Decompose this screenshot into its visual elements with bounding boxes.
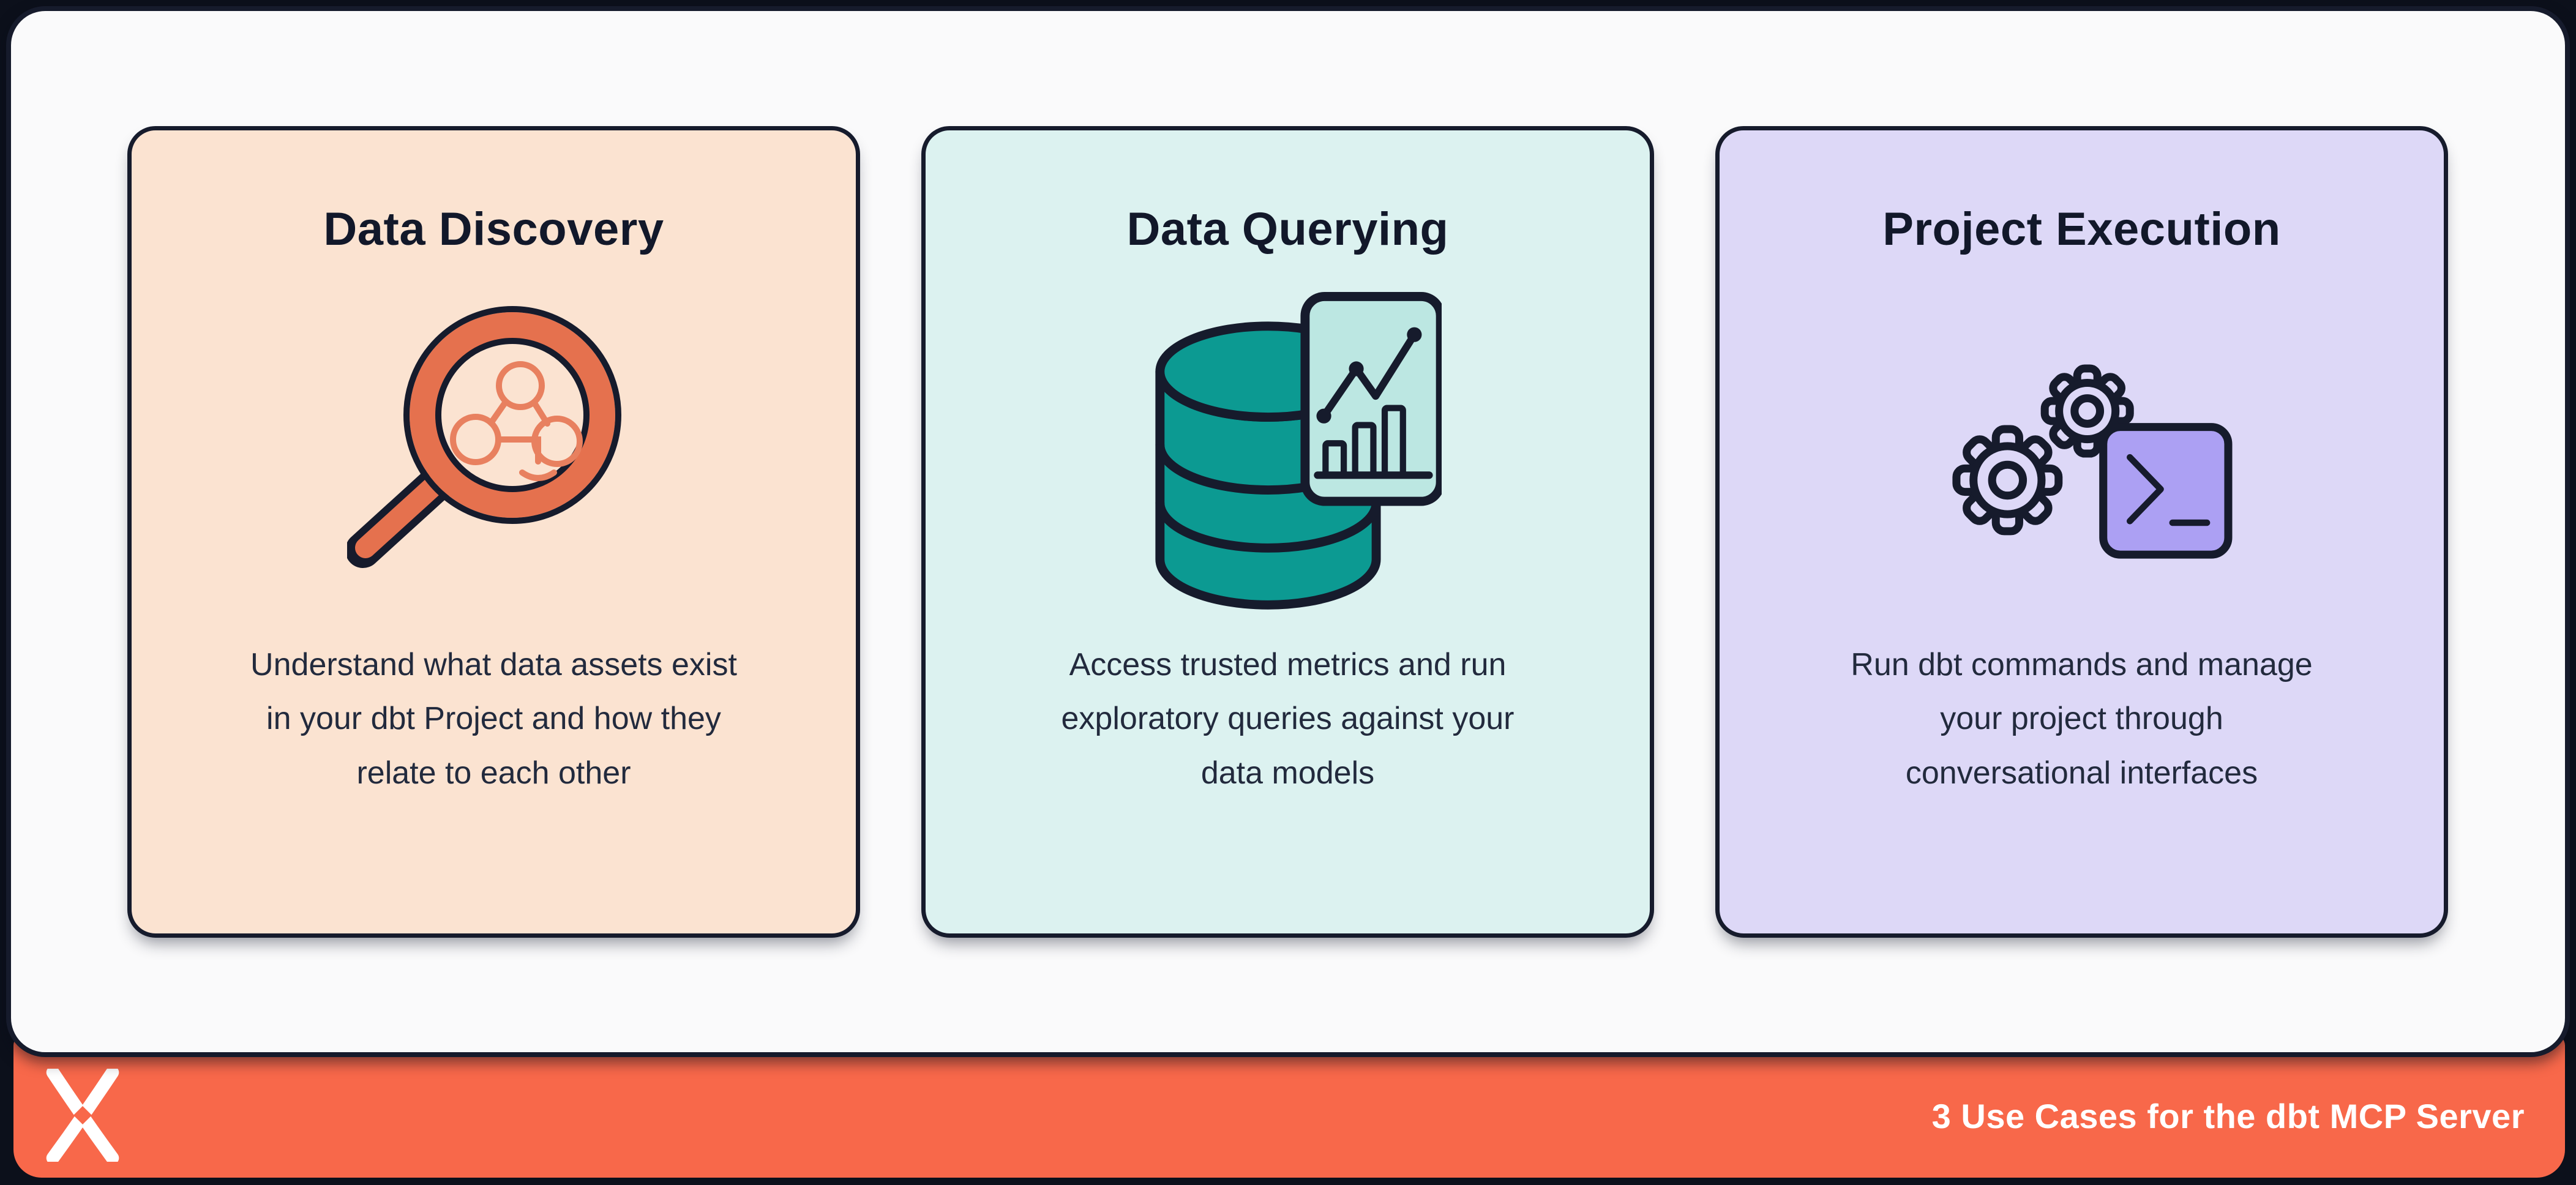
cards-row: Data Discovery: [127, 126, 2448, 938]
card-title: Data Querying: [1126, 203, 1449, 255]
gears-terminal-icon: [1928, 274, 2236, 617]
magnifier-lineage-icon: [346, 274, 641, 617]
footer-title: 3 Use Cases for the dbt MCP Server: [1931, 1097, 2525, 1135]
card-description: Run dbt commands and manage your project…: [1851, 647, 2313, 791]
card-title: Data Discovery: [323, 203, 664, 255]
dbt-logo-icon: [46, 1069, 119, 1162]
database-chart-icon: [1134, 274, 1442, 617]
card-description: Access trusted metrics and run explorato…: [1061, 647, 1515, 791]
card-project-execution: Project Execution: [1715, 126, 2448, 938]
card-data-querying: Data Querying: [921, 126, 1654, 938]
footer-bar: 3 Use Cases for the dbt MCP Server: [13, 1034, 2565, 1178]
main-panel: Data Discovery: [6, 6, 2570, 1057]
card-description: Understand what data assets exist in you…: [250, 647, 737, 791]
card-title: Project Execution: [1882, 203, 2281, 255]
card-data-discovery: Data Discovery: [127, 126, 860, 938]
